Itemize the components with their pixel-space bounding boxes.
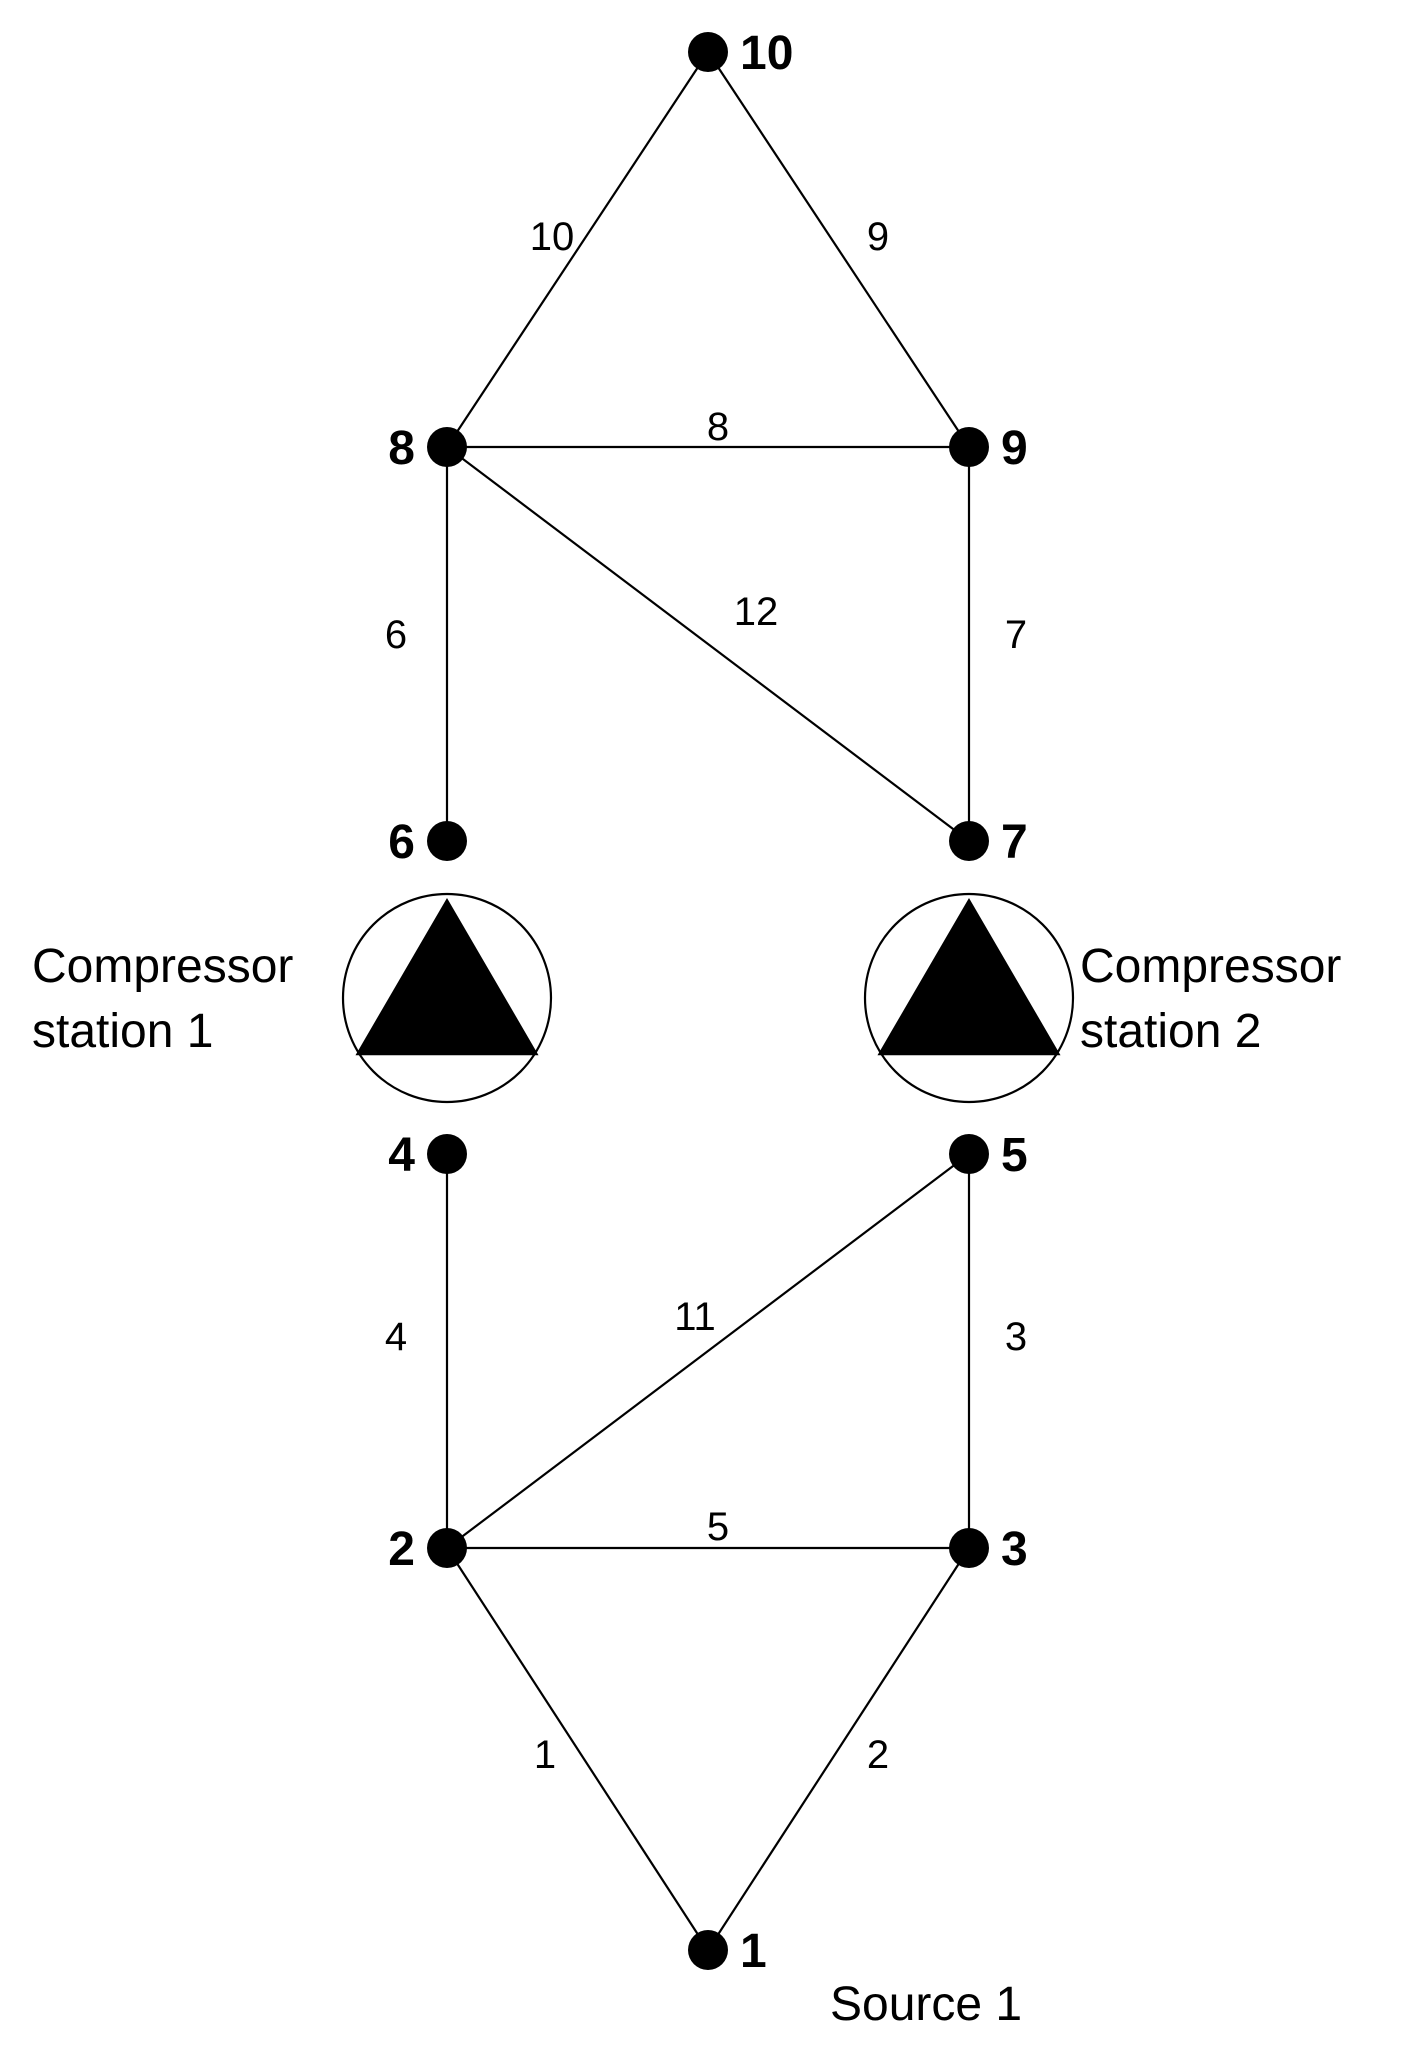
node-3-dot	[949, 1528, 989, 1568]
pipe-label-3: 3	[1005, 1315, 1027, 1359]
station-label-line1: Compressor	[1080, 940, 1341, 993]
node-label-2: 2	[388, 1523, 415, 1576]
node-label-10: 10	[740, 27, 793, 80]
node-label-6: 6	[388, 816, 415, 869]
source-label: Source 1	[830, 1978, 1022, 2031]
pipe-label-5: 5	[707, 1505, 729, 1549]
compressor-triangle-icon	[877, 898, 1061, 1056]
pipe-9	[707, 51, 970, 448]
station-label-line1: Compressor	[32, 940, 293, 993]
pipe-label-10: 10	[530, 215, 575, 259]
node-label-3: 3	[1001, 1523, 1028, 1576]
compressor-stations-layer: Compressor station 1 Compressor station 2	[32, 892, 1341, 1104]
node-5-dot	[949, 1134, 989, 1174]
pipe-2	[707, 1547, 970, 1951]
node-10-dot	[688, 32, 728, 72]
node-1-dot	[688, 1930, 728, 1970]
node-7-dot	[949, 821, 989, 861]
pipe-label-7: 7	[1005, 613, 1027, 657]
pipe-11	[446, 1153, 970, 1549]
pipes-layer	[445, 51, 971, 1951]
node-9-dot	[949, 427, 989, 467]
node-8-dot	[427, 427, 467, 467]
pipe-label-1: 1	[534, 1733, 556, 1777]
pipe-1	[446, 1547, 709, 1951]
node-label-7: 7	[1001, 816, 1028, 869]
pipe-12	[446, 446, 970, 842]
pipe-label-2: 2	[867, 1733, 889, 1777]
node-label-5: 5	[1001, 1129, 1028, 1182]
node-6-dot	[427, 821, 467, 861]
node-label-8: 8	[388, 422, 415, 475]
station-label-line2: station 1	[32, 1005, 213, 1058]
station-label-line2: station 2	[1080, 1005, 1261, 1058]
node-label-9: 9	[1001, 422, 1028, 475]
pipe-label-6: 6	[385, 613, 407, 657]
nodes-layer	[427, 32, 989, 1970]
node-4-dot	[427, 1134, 467, 1174]
compressor-station-2: Compressor station 2	[863, 892, 1341, 1104]
pipe-label-9: 9	[867, 215, 889, 259]
pipe-label-4: 4	[385, 1315, 407, 1359]
compressor-station-1: Compressor station 1	[32, 892, 553, 1104]
compressor-triangle-icon	[355, 898, 539, 1056]
node-label-1: 1	[740, 1925, 767, 1978]
node-label-4: 4	[388, 1129, 415, 1182]
node-2-dot	[427, 1528, 467, 1568]
pipe-label-8: 8	[707, 405, 729, 449]
pipe-10	[446, 51, 709, 448]
pipe-label-11: 11	[674, 1295, 716, 1339]
pipe-label-12: 12	[734, 590, 779, 634]
